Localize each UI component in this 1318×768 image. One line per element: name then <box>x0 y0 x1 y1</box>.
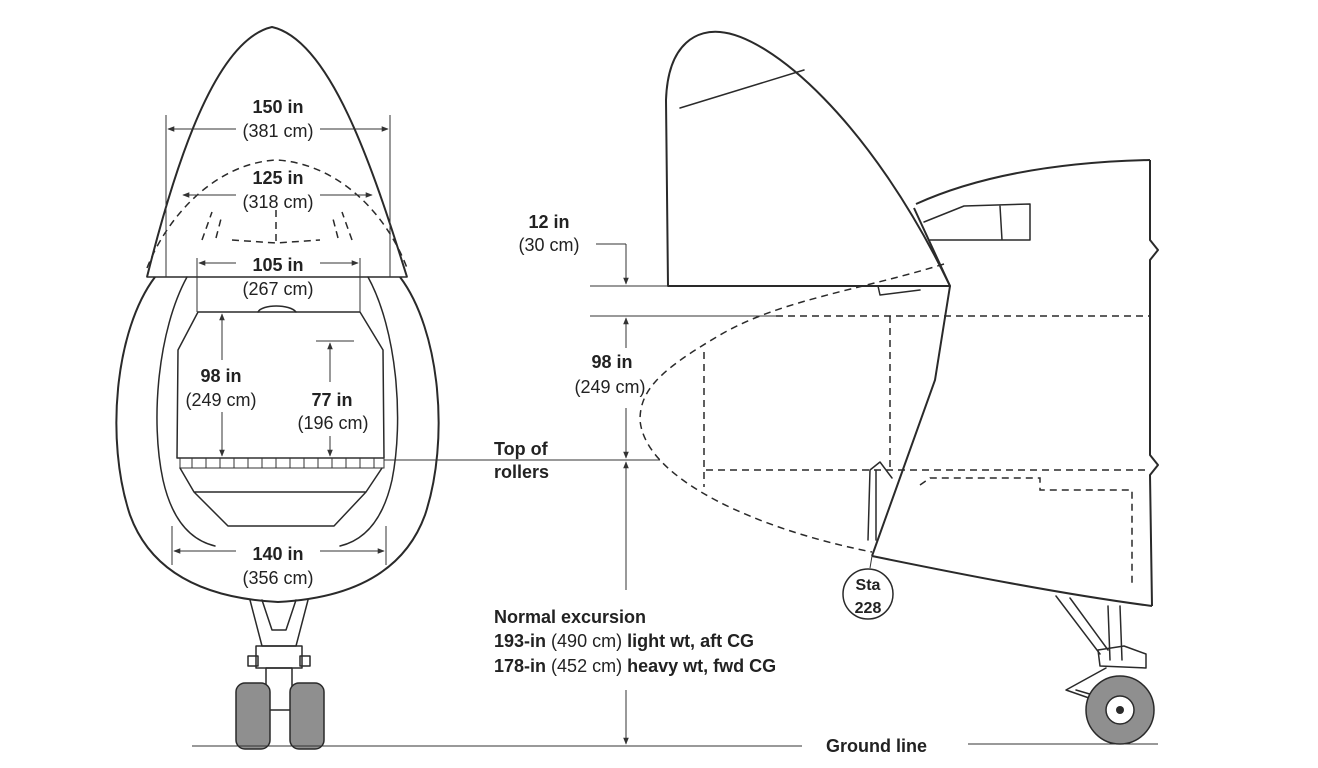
rollers-label-line2: rollers <box>494 462 550 482</box>
side-nose-door <box>665 30 951 287</box>
excursion-light-metric: (490 cm) <box>551 631 623 651</box>
ground-line-label: Ground line <box>826 736 927 756</box>
width-floor-imperial: 140 in <box>252 544 304 564</box>
excursion-title: Normal excursion <box>494 607 647 627</box>
station-line2: 228 <box>854 600 882 617</box>
station-leader <box>869 555 873 569</box>
nose-gap-imperial: 12 in <box>528 212 570 232</box>
excursion-heavy-note: heavy wt, fwd CG <box>627 656 777 676</box>
front-view <box>115 26 660 750</box>
width-upper-imperial: 150 in <box>252 97 304 117</box>
front-nose-gear <box>235 599 325 750</box>
side-door-edge <box>871 207 951 557</box>
nose-gap-metric: (30 cm) <box>518 235 580 255</box>
station-marker <box>842 568 894 620</box>
excursion-heavy: 178-in (452 cm) heavy wt, fwd CG <box>494 655 776 677</box>
side-cockpit-window <box>923 203 1031 241</box>
excursion-heavy-imperial: 178-in <box>494 656 547 676</box>
excursion-heavy-metric: (452 cm) <box>551 656 623 676</box>
side-nose-gear <box>1055 595 1155 745</box>
width-top-imperial: 105 in <box>252 255 304 275</box>
side-fuselage-bottom <box>871 555 1153 607</box>
rollers-label-line1: Top of <box>494 439 548 459</box>
height-side-imperial: 98 in <box>200 366 242 386</box>
side-dashed-nose-profile <box>639 263 945 553</box>
front-dashed-detail <box>201 211 353 244</box>
height-center-metric: (196 cm) <box>297 413 369 433</box>
front-fuselage-inner-right <box>339 276 399 547</box>
station-line1: Sta <box>855 577 881 594</box>
width-mid-metric: (318 cm) <box>242 192 314 212</box>
door-height-imperial: 98 in <box>591 352 633 372</box>
front-rollers <box>179 457 385 469</box>
front-nose-door-outline <box>146 26 408 278</box>
side-door-hinge <box>877 285 921 296</box>
width-top-metric: (267 cm) <box>242 279 314 299</box>
side-dashed-hold <box>919 477 1133 586</box>
front-fuselage-outer <box>115 276 440 603</box>
excursion-light: 193-in (490 cm) light wt, aft CG <box>494 630 754 652</box>
excursion-light-imperial: 193-in <box>494 631 547 651</box>
width-upper-metric: (381 cm) <box>242 121 314 141</box>
door-height-metric: (249 cm) <box>574 377 646 397</box>
height-side-metric: (249 cm) <box>185 390 257 410</box>
side-view <box>192 30 1159 747</box>
side-fuselage-break <box>1149 160 1159 607</box>
width-floor-metric: (356 cm) <box>242 568 314 588</box>
side-fuselage-top <box>915 159 1151 205</box>
height-center-imperial: 77 in <box>311 390 353 410</box>
front-opening-top-bump <box>257 305 297 313</box>
side-lower-door-detail <box>867 461 893 541</box>
excursion-light-note: light wt, aft CG <box>627 631 755 651</box>
front-floor-structure <box>179 467 383 527</box>
width-mid-imperial: 125 in <box>252 168 304 188</box>
side-nose-door-window <box>679 69 805 109</box>
front-fuselage-inner <box>156 276 216 547</box>
